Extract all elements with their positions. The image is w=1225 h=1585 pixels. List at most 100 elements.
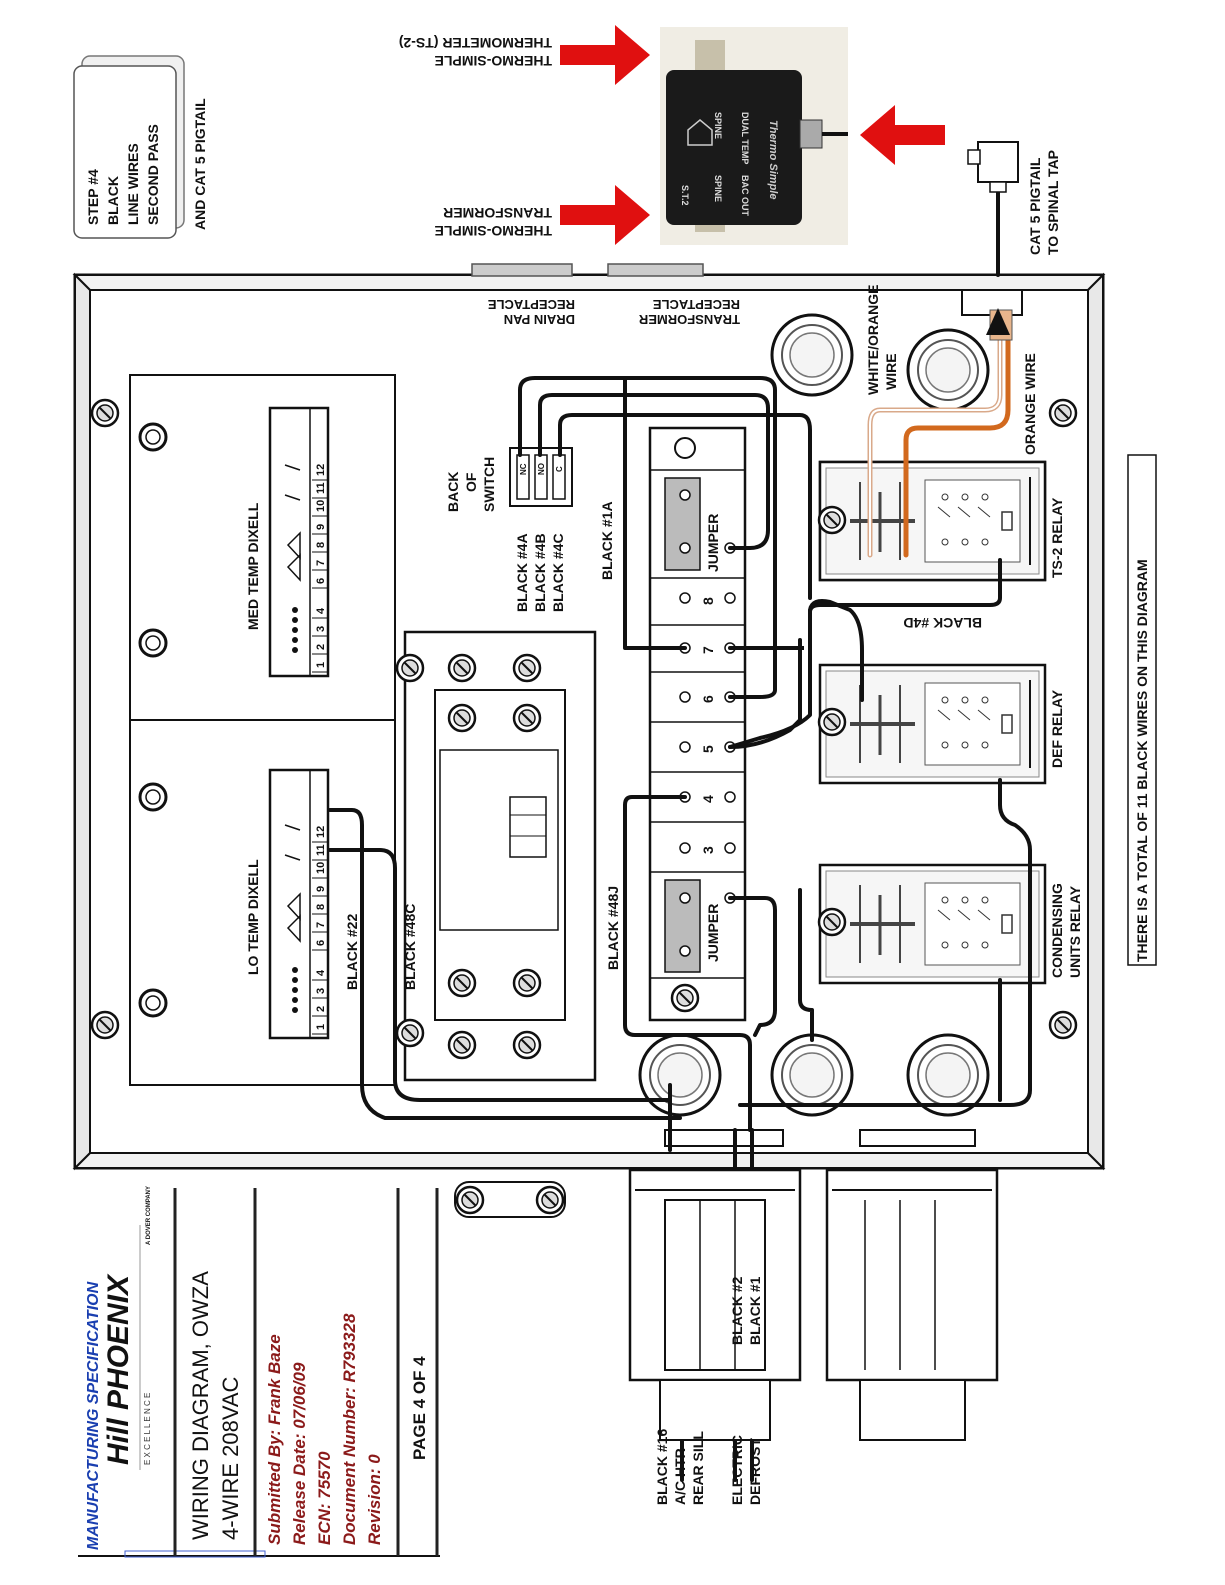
device-script: Thermo Simple: [767, 120, 779, 199]
terminal-4: 4: [700, 795, 716, 803]
ac-htr-label: A/C HTR: [672, 1448, 688, 1505]
drain-receptacle-label: RECEPTACLE: [488, 297, 575, 312]
revision: Revision: 0: [365, 1454, 384, 1545]
black-48j-label: BLACK #48J: [605, 886, 621, 970]
terminal-block: [648, 426, 747, 1022]
red-arrows: [560, 25, 945, 245]
back-label: BACK: [445, 472, 461, 512]
thermo-bottom-2: TRANSFORMER: [443, 205, 552, 221]
drain-pan-label: DRAIN PAN: [504, 312, 575, 327]
lo-dixell-pin-4: 4: [315, 969, 327, 976]
lo-dixell-pin-12: 12: [315, 826, 327, 838]
circuit-breaker: [395, 630, 597, 1082]
black-2-label: BLACK #2: [729, 1276, 745, 1345]
submitted-by: Submitted By: Frank Baze: [265, 1334, 284, 1545]
lo-temp-dixell: [268, 768, 330, 1040]
lo-dixell-pin-10: 10: [315, 862, 327, 874]
rear-sill-label: REAR SILL: [690, 1431, 706, 1505]
cat5-line-2: TO SPINAL TAP: [1045, 150, 1061, 255]
med-dixell-pin-8: 8: [315, 542, 327, 548]
device-text-3: BAC OUT: [740, 175, 750, 216]
step-line-1: STEP #4: [85, 169, 101, 225]
step-line-3: LINE WIRES: [125, 143, 141, 225]
defrost-label: DEFROST: [747, 1438, 763, 1505]
dover-text: A DOVER COMPANY: [146, 1186, 152, 1245]
med-temp-label: MED TEMP DIXELL: [245, 502, 261, 630]
black-4a-label: BLACK #4A: [514, 533, 530, 612]
title-line-2: 4-WIRE 208VAC: [218, 1376, 243, 1540]
terminal-7: 7: [700, 646, 716, 654]
jumper-bottom-label: JUMPER: [705, 904, 721, 962]
transformer-receptacle-2: RECEPTACLE: [653, 297, 740, 312]
labels: STEP #4 BLACK LINE WIRES SECOND PASS AND…: [85, 35, 1157, 1550]
black-16-label: BLACK #16: [654, 1429, 670, 1505]
lo-dixell-pin-9: 9: [315, 886, 327, 892]
spec-label: MANUFACTURING SPECIFICATION: [85, 1281, 102, 1550]
step-subtitle: AND CAT 5 PIGTAIL: [192, 98, 208, 230]
def-relay: [817, 663, 1047, 785]
of-label: OF: [463, 472, 479, 492]
lo-dixell-pin-6: 6: [315, 940, 327, 946]
med-dixell-pin-4: 4: [315, 607, 327, 614]
thermo-top-2: THERMOMETER (TS-2): [399, 35, 552, 51]
med-dixell-pin-9: 9: [315, 524, 327, 530]
total-wires-note: THERE IS A TOTAL OF 11 BLACK WIRES ON TH…: [1134, 559, 1150, 962]
step-line-4: SECOND PASS: [145, 124, 161, 225]
arrow-transformer: [560, 185, 650, 245]
cat5-pigtail: [967, 141, 1019, 341]
thermo-top-1: THERMO-SIMPLE: [435, 53, 552, 69]
terminal-5: 5: [700, 745, 716, 753]
step-card: [73, 55, 185, 239]
lo-dixell-pin-2: 2: [315, 1006, 327, 1012]
switch-label: SWITCH: [481, 457, 497, 512]
no-terminal: NO: [537, 463, 546, 475]
device-text-5: S.T.2: [680, 185, 690, 206]
lo-dixell-pin-1: 1: [315, 1024, 327, 1030]
terminal-6: 6: [700, 695, 716, 703]
def-relay-label: DEF RELAY: [1049, 689, 1065, 768]
title-line-1: WIRING DIAGRAM, OWZA: [188, 1271, 213, 1540]
black-4b-label: BLACK #4B: [532, 533, 548, 612]
c-terminal: C: [555, 466, 564, 472]
page-number: PAGE 4 OF 4: [410, 1356, 429, 1460]
document-number: Document Number: R793328: [340, 1313, 359, 1545]
black-1a-label: BLACK #1A: [599, 501, 615, 580]
black-4c-label: BLACK #4C: [550, 533, 566, 612]
ts2-relay: [817, 460, 1047, 582]
excellence-text: E X C E L L E N C E: [143, 1393, 152, 1465]
med-dixell-pin-11: 11: [315, 482, 327, 494]
electric-label: ELECTRIC: [729, 1435, 745, 1505]
arrow-cat5: [860, 105, 945, 165]
nc-terminal: NC: [519, 463, 528, 475]
thermo-bottom-1: THERMO-SIMPLE: [435, 223, 552, 239]
lo-temp-label: LO TEMP DIXELL: [245, 859, 261, 975]
release-date: Release Date: 07/06/09: [290, 1362, 309, 1545]
thermo-simple-device: SPINE DUAL TEMP BAC OUT SPINE S.T.2 Ther…: [660, 27, 848, 245]
cable-glands: [628, 1168, 999, 1441]
device-text-1: SPINE: [713, 112, 723, 139]
lo-dixell-pin-7: 7: [315, 922, 327, 928]
lo-dixell-pin-11: 11: [315, 844, 327, 856]
med-dixell-pin-10: 10: [315, 500, 327, 512]
title-block: [78, 1188, 440, 1558]
jumper-top-label: JUMPER: [705, 514, 721, 572]
black-1-label: BLACK #1: [747, 1276, 763, 1345]
med-dixell-pin-3: 3: [315, 626, 327, 632]
terminal-8: 8: [700, 597, 716, 605]
med-dixell-pin-7: 7: [315, 560, 327, 566]
med-dixell-pin-12: 12: [315, 464, 327, 476]
med-dixell-pin-6: 6: [315, 578, 327, 584]
med-temp-dixell: [268, 406, 330, 678]
white-orange-label-1: WHITE/ORANGE: [865, 285, 881, 395]
cond-relay-label-2: UNITS RELAY: [1067, 885, 1083, 978]
arrow-thermometer: [560, 25, 650, 85]
cond-relay-label-1: CONDENSING: [1049, 883, 1065, 978]
lo-dixell-pin-8: 8: [315, 904, 327, 910]
transformer-receptacle-1: TRANSFORMER: [638, 312, 740, 327]
cat5-line-1: CAT 5 PIGTAIL: [1027, 157, 1043, 255]
terminal-3: 3: [700, 846, 716, 854]
step-line-2: BLACK: [105, 176, 121, 225]
med-dixell-pin-1: 1: [315, 662, 327, 668]
